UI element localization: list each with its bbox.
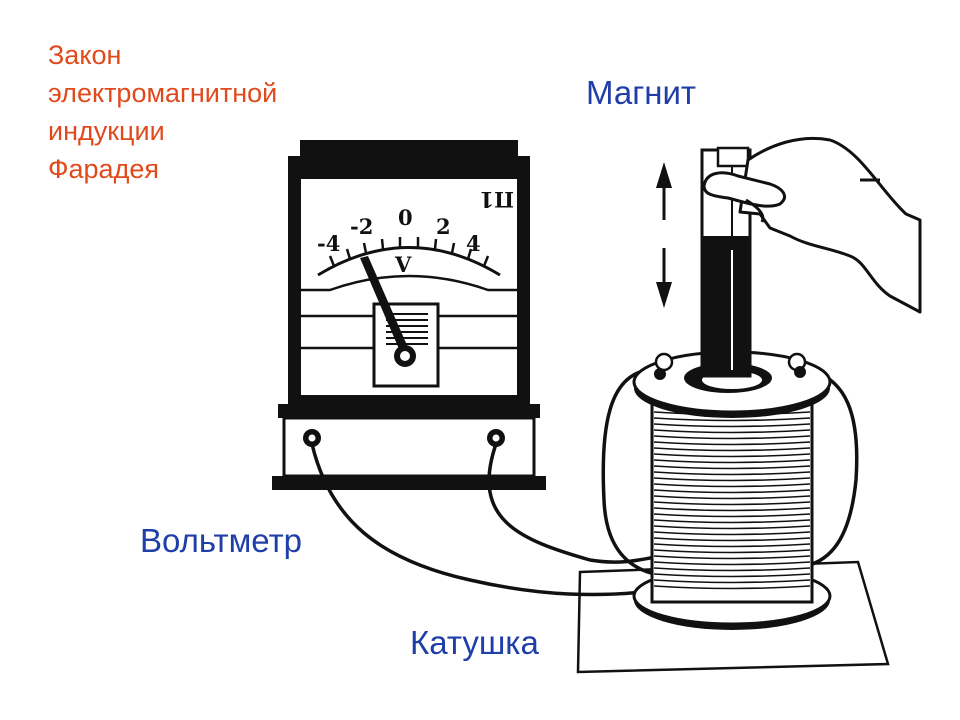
coil-winding <box>653 501 811 506</box>
hand <box>702 136 922 314</box>
coil-winding <box>653 417 811 422</box>
coil-winding <box>653 549 811 554</box>
coil-winding <box>653 429 811 434</box>
coil <box>632 350 832 630</box>
coil-winding <box>653 423 811 428</box>
coil-winding <box>653 459 811 464</box>
coil-terminal-left <box>654 352 674 372</box>
connecting-wires <box>310 366 859 597</box>
coil-winding <box>653 489 811 494</box>
coil-winding <box>653 447 811 452</box>
coil-winding <box>653 543 811 548</box>
coil-winding <box>653 435 811 440</box>
coil-winding <box>653 465 811 470</box>
title-line-3: индукции <box>48 116 165 146</box>
magnet-label: Магнит <box>586 74 697 111</box>
diagram-title: Закон электромагнитной индукции Фарадея <box>48 36 277 188</box>
coil-winding <box>653 441 811 446</box>
coil-winding <box>653 579 811 584</box>
coil-winding <box>653 531 811 536</box>
scale-label-plus2: 2 <box>436 214 451 239</box>
voltmeter-device: -4 -2 0 2 4 V П1 <box>272 140 546 490</box>
scale-label-minus4: -4 <box>317 231 340 256</box>
scale-label-plus4: 4 <box>466 231 481 256</box>
title-line-1: Закон <box>48 40 122 70</box>
coil-winding <box>653 567 811 572</box>
coil-winding <box>653 561 811 566</box>
voltmeter-label: Вольтметр <box>140 522 303 559</box>
coil-winding <box>653 519 811 524</box>
title-line-4: Фарадея <box>48 154 159 184</box>
coil-winding <box>653 537 811 542</box>
unit-label: V <box>394 252 412 277</box>
coil-label: Катушка <box>410 624 539 661</box>
scale-label-zero: 0 <box>398 205 413 230</box>
coil-winding <box>653 453 811 458</box>
coil-winding <box>653 585 811 590</box>
coil-winding <box>653 525 811 530</box>
meter-marking: П1 <box>480 187 514 212</box>
coil-winding <box>653 477 811 482</box>
coil-winding <box>653 471 811 476</box>
meter-needle <box>360 256 410 356</box>
scale-label-minus2: -2 <box>350 214 373 239</box>
coil-winding <box>653 495 811 500</box>
up-down-arrows <box>656 162 672 308</box>
coil-winding <box>653 573 811 578</box>
title-line-2: электромагнитной <box>48 78 278 108</box>
coil-winding <box>653 507 811 512</box>
coil-winding <box>653 483 811 488</box>
coil-winding <box>653 513 811 518</box>
coil-winding <box>653 555 811 560</box>
